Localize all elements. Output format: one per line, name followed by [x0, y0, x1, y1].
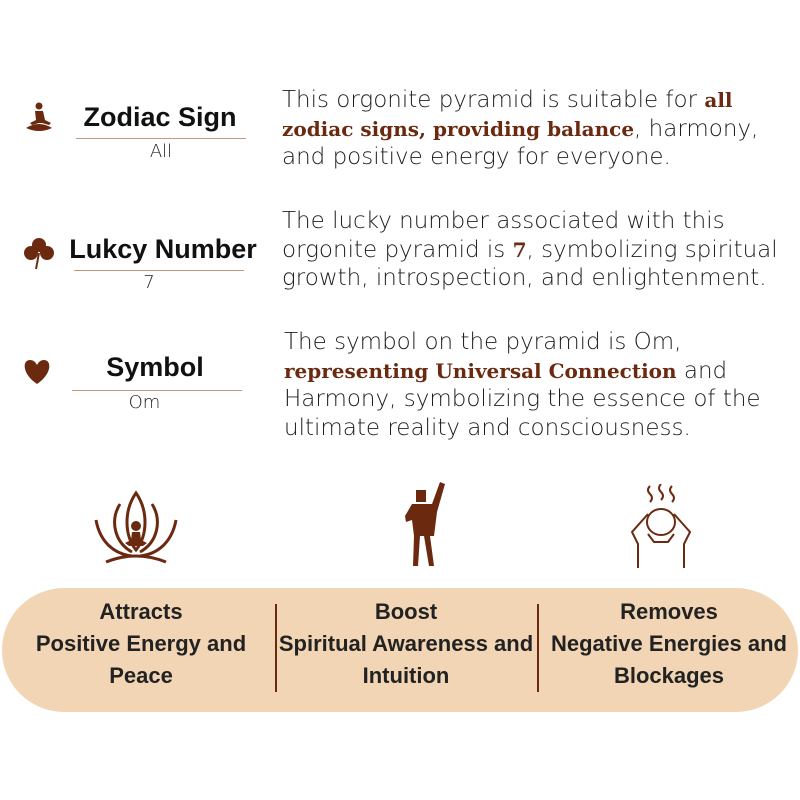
symbol-title: Symbol	[106, 352, 204, 382]
divider	[275, 604, 277, 692]
benefit-removes: Removes Negative Energies and Blockages	[538, 596, 800, 692]
benefit-heading: Removes	[620, 599, 718, 624]
benefit-boost: Boost Spiritual Awareness and Intuition	[278, 596, 534, 692]
benefits-banner	[2, 588, 798, 712]
divider	[74, 270, 244, 271]
description-text: The lucky number associated with this or…	[282, 208, 725, 263]
divider	[76, 138, 246, 139]
description-text: and Harmony, symbolizing the essence of …	[284, 357, 761, 441]
symbol-value: Om	[128, 392, 161, 413]
divider	[537, 604, 539, 692]
zodiac-sign-value: All	[149, 141, 173, 162]
highlight-text: 7	[512, 237, 527, 262]
benefit-text: Negative Energies and Blockages	[551, 631, 787, 688]
lucky-number-value: 7	[143, 272, 155, 293]
stressed-head-icon	[630, 484, 692, 568]
raised-fist-person-icon	[405, 482, 445, 566]
benefit-attracts: Attracts Positive Energy and Peace	[10, 596, 272, 692]
zodiac-sign-title: Zodiac Sign	[83, 102, 237, 132]
heart-icon	[24, 360, 50, 384]
description-text: , symbolizing spiritual growth, introspe…	[282, 236, 778, 292]
symbol-description: The symbol on the pyramid is Om, represe…	[284, 328, 794, 442]
description-text: This orgonite pyramid is suitable for	[282, 87, 705, 113]
lucky-number-title: Lukcy Number	[69, 234, 257, 264]
lotus-meditation-icon	[94, 490, 178, 564]
lucky-number-description: The lucky number associated with this or…	[282, 207, 792, 293]
benefit-heading: Boost	[374, 599, 438, 624]
benefit-text: Spiritual Awareness and Intuition	[278, 631, 534, 688]
divider	[72, 390, 242, 391]
clover-icon	[24, 238, 54, 270]
benefit-text: Positive Energy and Peace	[35, 631, 247, 688]
benefit-heading: Attracts	[99, 599, 183, 624]
zodiac-sign-description: This orgonite pyramid is suitable for al…	[282, 86, 792, 172]
description-text: , harmony, and positive energy for every…	[282, 115, 759, 171]
highlight-text: representing Universal Connection	[284, 358, 677, 383]
description-text: The symbol on the pyramid is Om,	[284, 329, 682, 355]
highlight-text: all zodiac signs, providing balance	[282, 88, 733, 141]
meditation-icon	[26, 102, 52, 131]
